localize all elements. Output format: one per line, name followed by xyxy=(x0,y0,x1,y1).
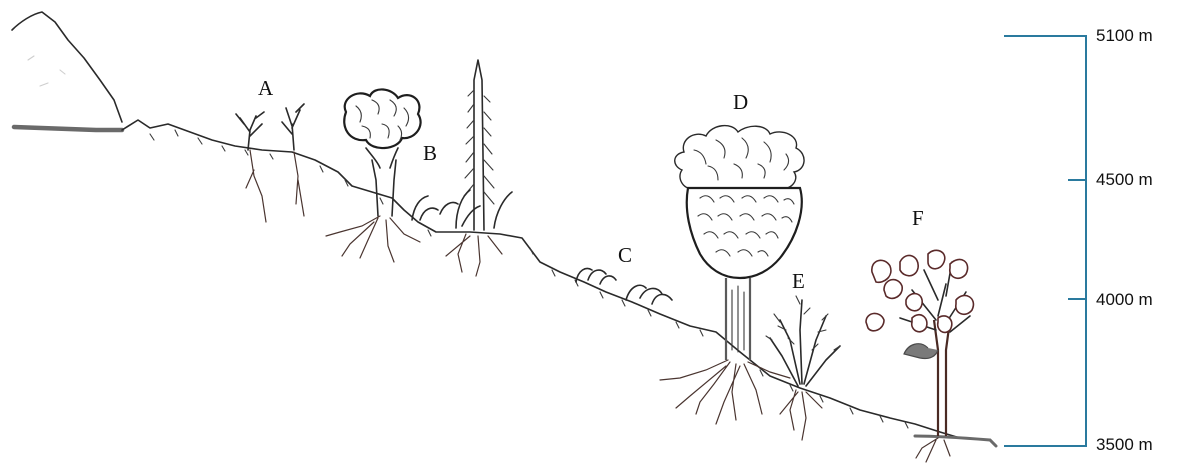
plant-b-rosette-and-spike xyxy=(326,60,512,276)
label-d: D xyxy=(733,90,748,114)
label-f: F xyxy=(912,206,924,230)
elevation-tick-5100: 5100 m xyxy=(1096,26,1153,46)
plant-e-shrub xyxy=(766,296,840,440)
elevation-tick-4500: 4500 m xyxy=(1096,170,1153,190)
label-b: B xyxy=(423,141,437,165)
elevation-tick-4000: 4000 m xyxy=(1096,290,1153,310)
elevation-scale-bar xyxy=(1004,36,1086,446)
label-e: E xyxy=(792,269,805,293)
elevation-tick-3500: 3500 m xyxy=(1096,435,1153,455)
plant-a-shrubs xyxy=(236,104,304,222)
plant-d-giant-rosette xyxy=(660,126,804,424)
label-c: C xyxy=(618,243,632,267)
plant-f-tree xyxy=(866,250,973,462)
rock-outcrop xyxy=(12,12,122,130)
label-a: A xyxy=(258,76,274,100)
